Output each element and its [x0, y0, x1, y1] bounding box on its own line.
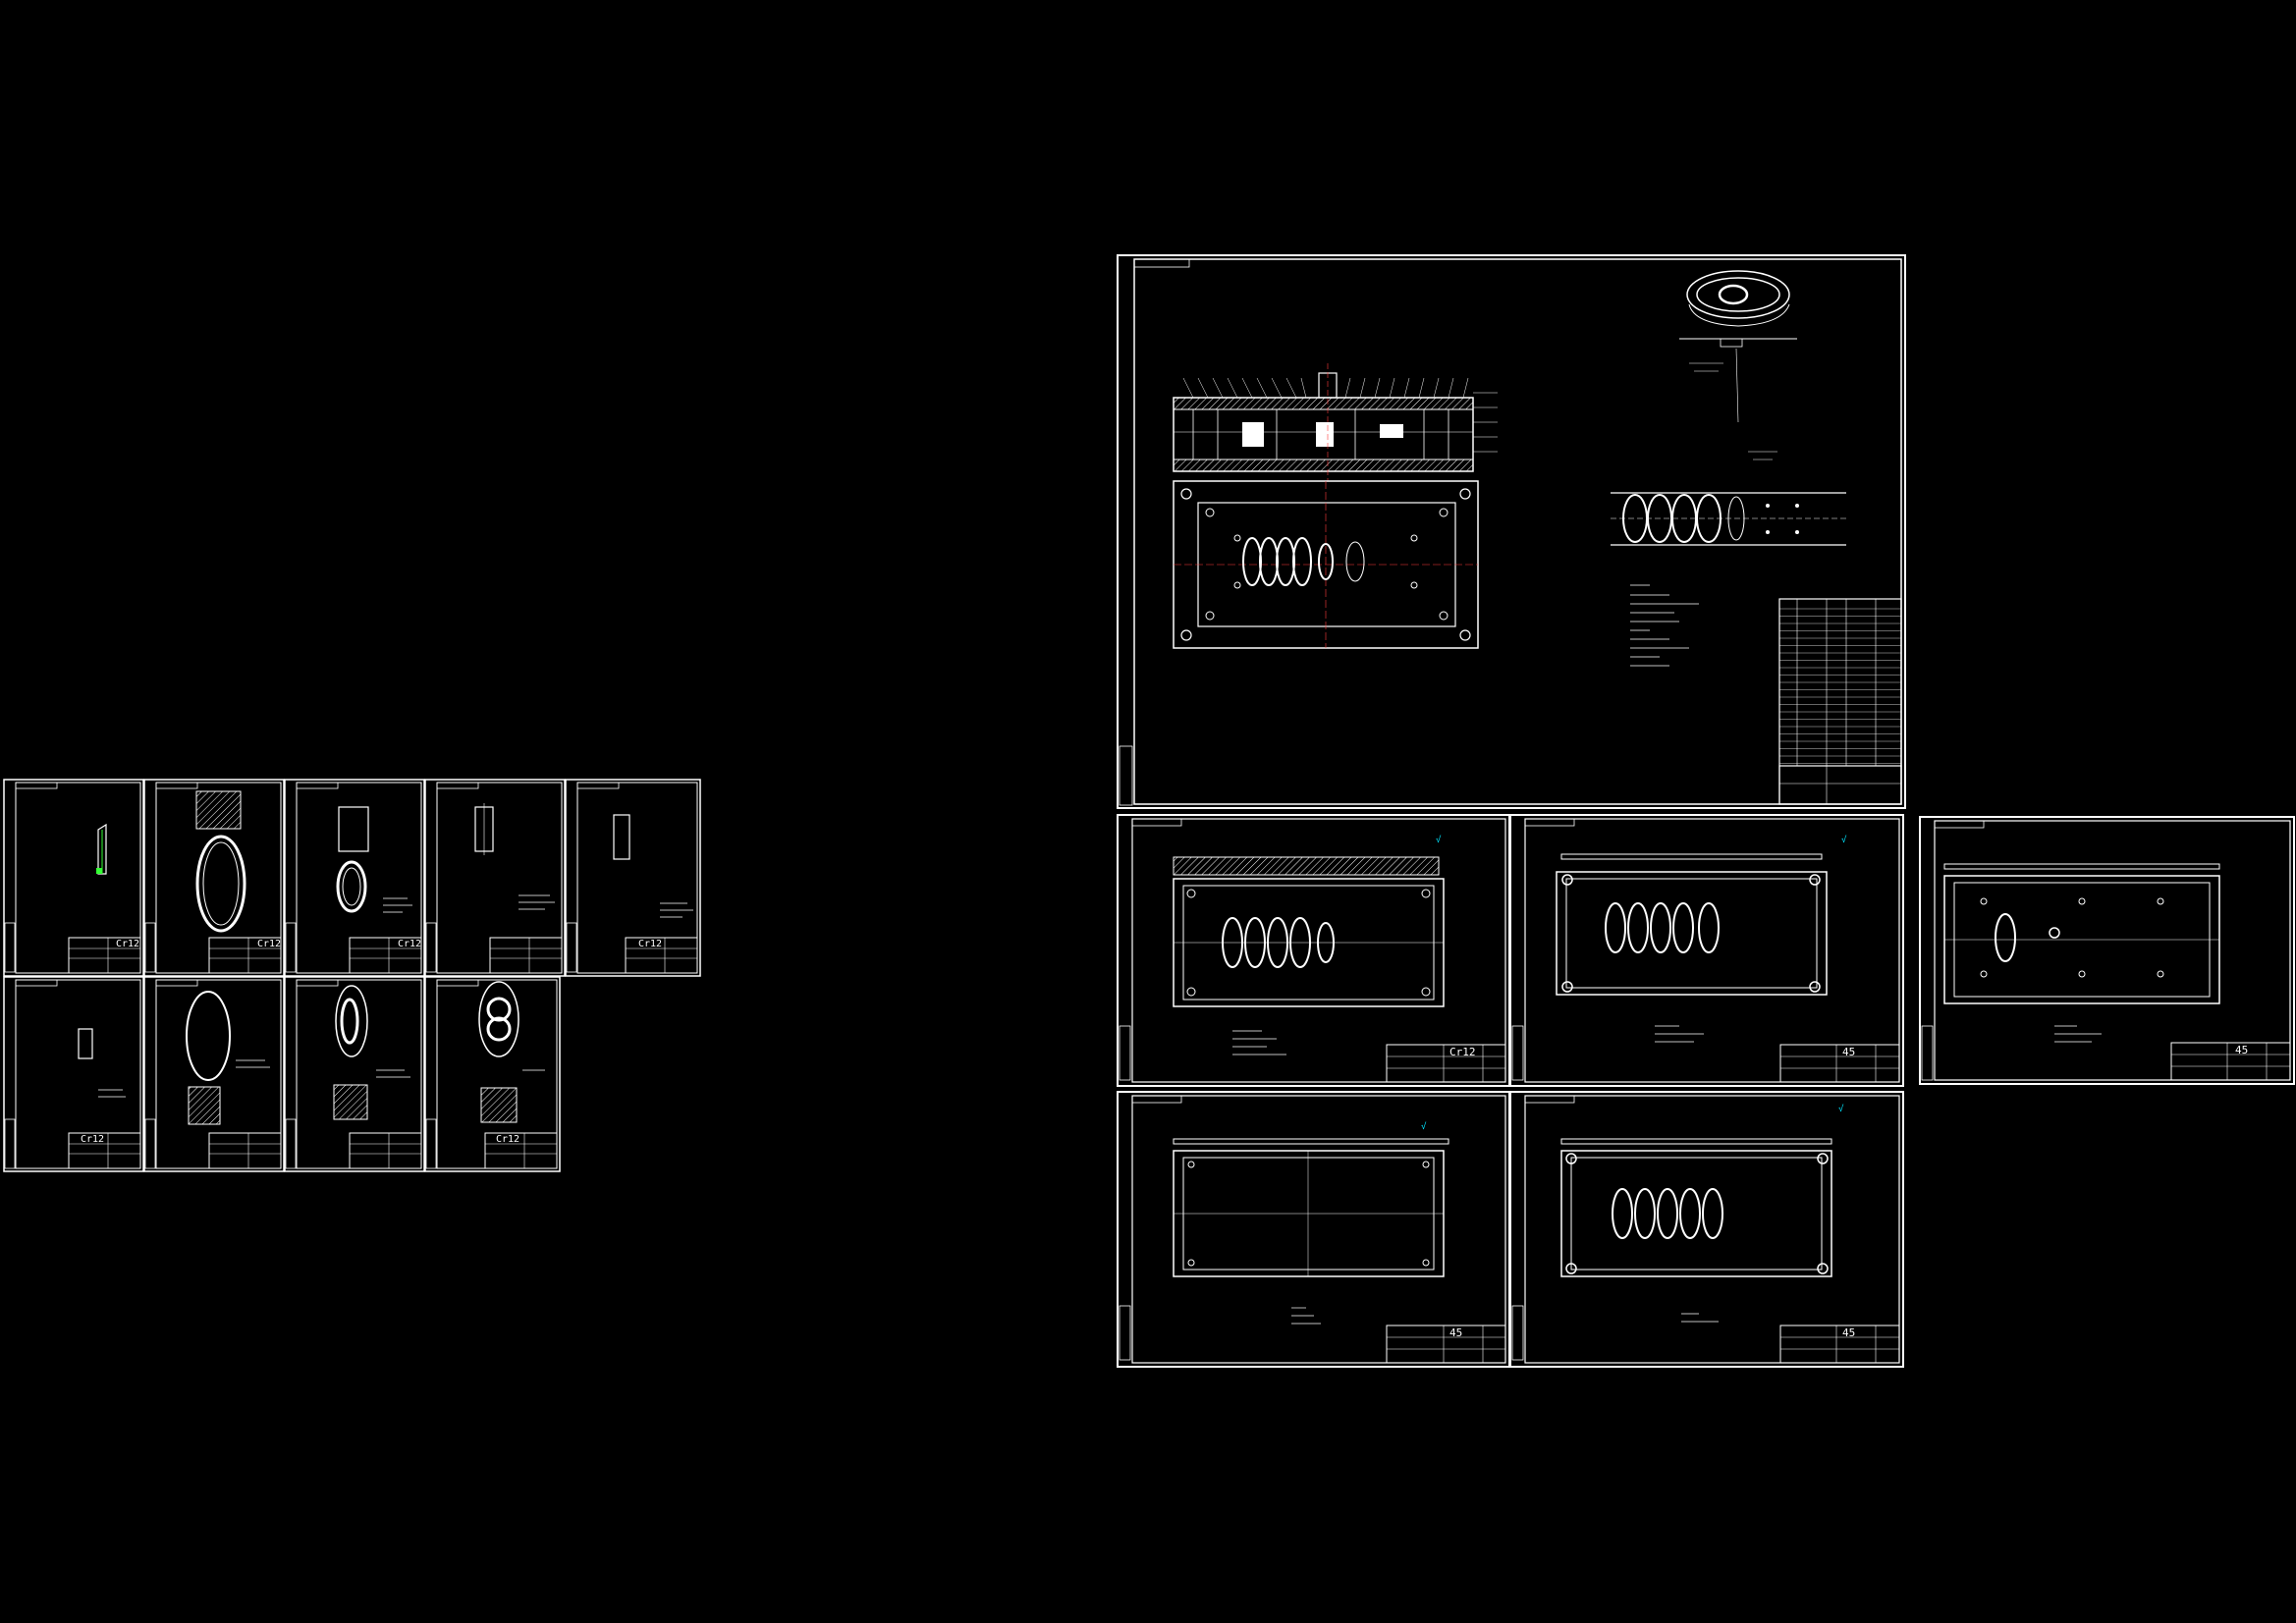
roughness-symbol-d: √: [1421, 1121, 1427, 1132]
material-label-plate-b: 45: [1842, 1046, 1855, 1058]
roughness-symbol-a: √: [1436, 835, 1442, 845]
material-label-s3: Cr12: [398, 939, 421, 949]
small-sheet-s4[interactable]: [424, 779, 566, 977]
plate-sheet-d[interactable]: √: [1117, 1091, 1510, 1368]
small-sheet-s7[interactable]: [143, 976, 285, 1172]
small-sheet-s2[interactable]: [143, 779, 285, 977]
material-label-plate-a: Cr12: [1449, 1046, 1476, 1058]
small-sheet-s6[interactable]: [3, 976, 144, 1172]
material-label-s5: Cr12: [638, 939, 662, 949]
material-label-s6: Cr12: [81, 1134, 104, 1145]
assembly-notes: [1630, 584, 1699, 667]
material-label-plate-d: 45: [1449, 1326, 1462, 1339]
small-sheet-s1[interactable]: [3, 779, 144, 977]
material-label-s2: Cr12: [257, 939, 281, 949]
assembly-sheet[interactable]: [1117, 254, 1906, 809]
assembly-section-view: [1173, 363, 1498, 481]
small-sheet-s9[interactable]: [424, 976, 561, 1172]
strip-layout-view: [1611, 492, 1846, 546]
plate-sheet-e[interactable]: √: [1509, 1091, 1904, 1368]
bom-table: [1778, 598, 1902, 805]
assembly-plan-view: [1173, 480, 1479, 649]
small-sheet-s8[interactable]: [284, 976, 425, 1172]
roughness-symbol-e: √: [1838, 1104, 1844, 1114]
small-sheet-s5[interactable]: [565, 779, 701, 977]
plate-sheet-c[interactable]: [1919, 816, 2295, 1085]
plate-sheet-b[interactable]: √: [1509, 814, 1904, 1087]
product-view: [1679, 270, 1797, 460]
small-sheet-s3[interactable]: [284, 779, 425, 977]
material-label-plate-c: 45: [2235, 1044, 2248, 1056]
material-label-s9: Cr12: [496, 1134, 519, 1145]
roughness-symbol-b: √: [1841, 835, 1847, 845]
material-label-plate-e: 45: [1842, 1326, 1855, 1339]
material-label-s1: Cr12: [116, 939, 139, 949]
